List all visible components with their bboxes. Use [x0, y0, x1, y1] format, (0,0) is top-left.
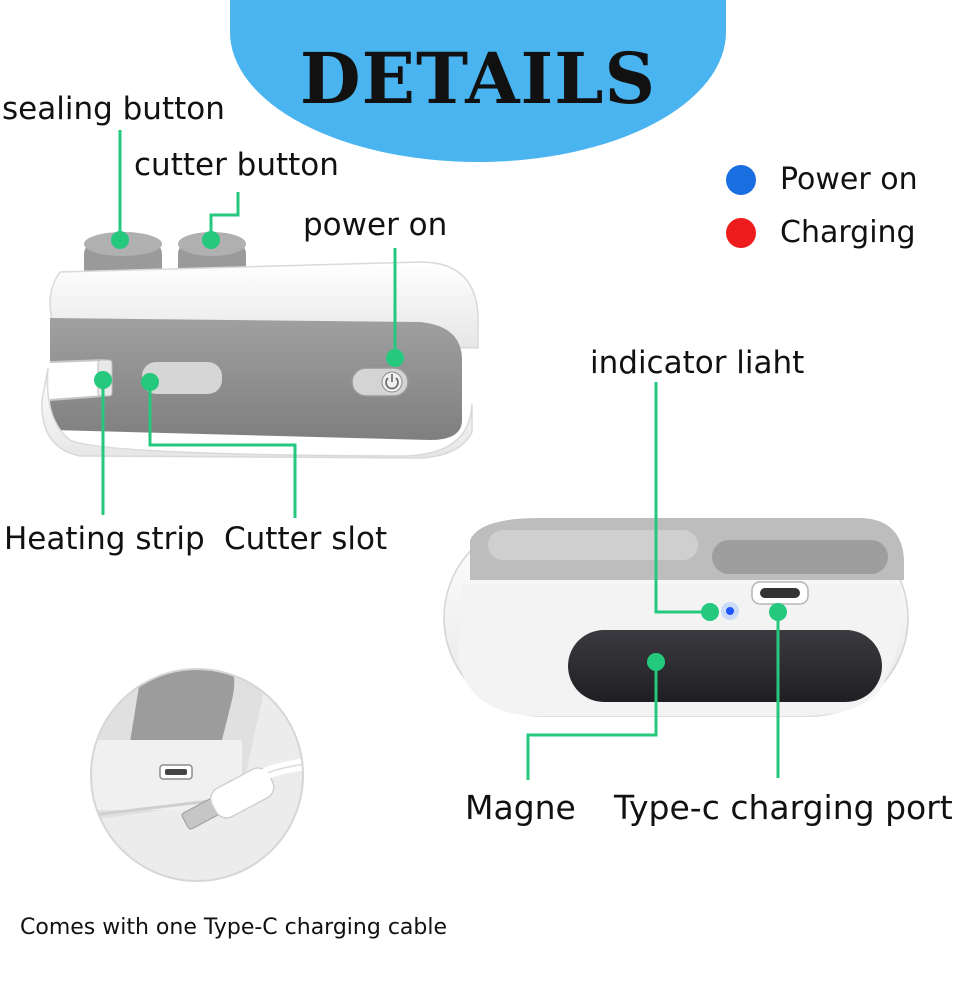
legend-item-charging: Charging [726, 218, 916, 248]
label-type-c-port: Type-c charging port [614, 788, 953, 827]
power-icon [351, 367, 409, 397]
callout-dots [94, 231, 787, 671]
magnet-pad [568, 630, 882, 702]
page-title: DETAILS [299, 37, 657, 120]
blue-dot-icon [726, 165, 756, 195]
label-sealing-button: sealing button [2, 91, 225, 127]
sealer-bottom-view [443, 518, 909, 717]
label-power-on: power on [303, 207, 448, 243]
label-cutter-slot: Cutter slot [224, 521, 388, 557]
usb-c-port-icon [751, 581, 809, 605]
legend-label-charging: Charging [780, 215, 916, 250]
callout-lines [101, 130, 780, 780]
caption-charging-cable: Comes with one Type-C charging cable [20, 915, 448, 940]
charging-cable-inset [90, 668, 304, 882]
label-indicator-light: indicator liaht [590, 345, 805, 381]
legend-label-power-on: Power on [780, 162, 918, 197]
label-magnet: Magne [465, 788, 576, 827]
sealer-side-view [41, 232, 479, 459]
red-dot-icon [726, 218, 756, 248]
label-cutter-button: cutter button [134, 147, 339, 183]
legend-item-power-on: Power on [726, 165, 918, 195]
label-heating-strip: Heating strip [4, 521, 205, 557]
blue-led-icon [721, 602, 739, 620]
